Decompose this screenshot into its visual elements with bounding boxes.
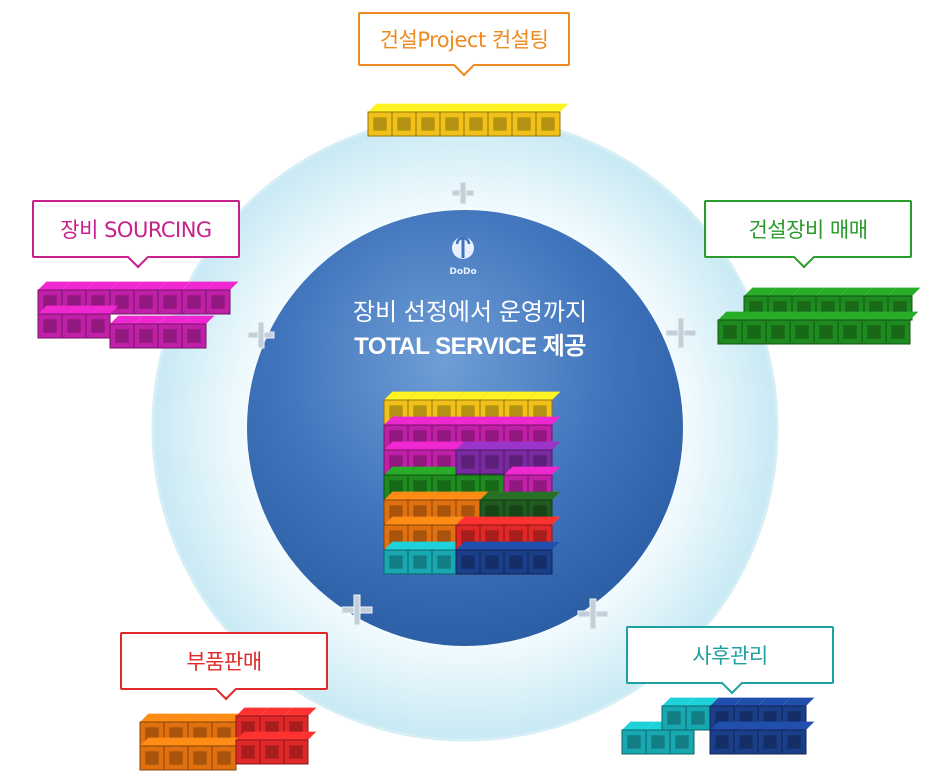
block-service xyxy=(709,721,743,755)
block-parts xyxy=(163,737,197,771)
block-tower xyxy=(527,416,561,450)
plus-icon xyxy=(451,181,475,205)
block-sourcing xyxy=(157,281,191,315)
block-trade xyxy=(741,311,775,345)
block-sourcing xyxy=(61,305,95,339)
block-service xyxy=(733,721,767,755)
block-sourcing xyxy=(109,315,143,349)
block-consulting xyxy=(415,103,449,137)
block-service xyxy=(685,697,719,731)
block-sourcing xyxy=(205,281,239,315)
block-sourcing xyxy=(37,305,71,339)
block-sourcing xyxy=(181,315,215,349)
block-tower xyxy=(407,416,441,450)
block-trade xyxy=(789,311,823,345)
block-service xyxy=(781,721,815,755)
label-service: 사후관리 xyxy=(626,626,834,695)
label-parts-text: 부품판매 xyxy=(186,650,262,674)
block-tower xyxy=(407,541,441,575)
block-consulting xyxy=(439,103,473,137)
block-service xyxy=(757,721,791,755)
block-parts xyxy=(235,731,269,765)
label-trade-text: 건설장비 매매 xyxy=(748,218,868,242)
block-sourcing xyxy=(181,281,215,315)
label-trade: 건설장비 매매 xyxy=(704,200,912,269)
block-trade xyxy=(765,311,799,345)
block-tower xyxy=(455,391,489,425)
block-parts xyxy=(187,737,221,771)
plus-icon xyxy=(341,594,373,626)
block-tower xyxy=(455,441,489,475)
block-consulting xyxy=(487,103,521,137)
label-parts: 부품판매 xyxy=(120,632,328,701)
block-tower xyxy=(479,541,513,575)
block-trade xyxy=(837,311,871,345)
block-parts xyxy=(259,707,293,741)
label-sourcing: 장비 SOURCING xyxy=(32,200,240,269)
block-service xyxy=(621,721,655,755)
block-parts xyxy=(283,731,317,765)
plus-icon xyxy=(247,321,275,349)
block-tower xyxy=(527,541,561,575)
block-sourcing xyxy=(157,315,191,349)
logo-text: DoDo xyxy=(449,267,477,277)
block-parts xyxy=(139,737,173,771)
plus-icon xyxy=(577,598,609,630)
block-trade xyxy=(813,311,847,345)
block-tower xyxy=(407,516,441,550)
block-tower xyxy=(383,516,417,550)
block-sourcing xyxy=(133,315,167,349)
center-title-line2: TOTAL SERVICE 제공 xyxy=(354,333,586,360)
block-sourcing xyxy=(133,281,167,315)
block-tower xyxy=(383,541,417,575)
block-tower xyxy=(455,541,489,575)
block-tower xyxy=(383,466,417,500)
block-tower xyxy=(479,441,513,475)
block-trade xyxy=(861,311,895,345)
block-consulting xyxy=(535,103,569,137)
label-service-text: 사후관리 xyxy=(692,644,768,668)
center-title-line1: 장비 선정에서 운영까지 xyxy=(352,299,588,326)
block-consulting xyxy=(511,103,545,137)
dodo-logo-icon xyxy=(452,236,474,259)
block-trade xyxy=(717,311,751,345)
label-sourcing-text: 장비 SOURCING xyxy=(60,218,212,242)
block-sourcing xyxy=(85,305,119,339)
block-parts xyxy=(259,731,293,765)
block-consulting xyxy=(463,103,497,137)
block-sourcing xyxy=(109,281,143,315)
plus-icon xyxy=(665,317,697,349)
label-consulting-text: 건설Project 컨설팅 xyxy=(379,28,549,52)
block-trade xyxy=(885,311,919,345)
label-consulting: 건설Project 컨설팅 xyxy=(358,12,570,77)
